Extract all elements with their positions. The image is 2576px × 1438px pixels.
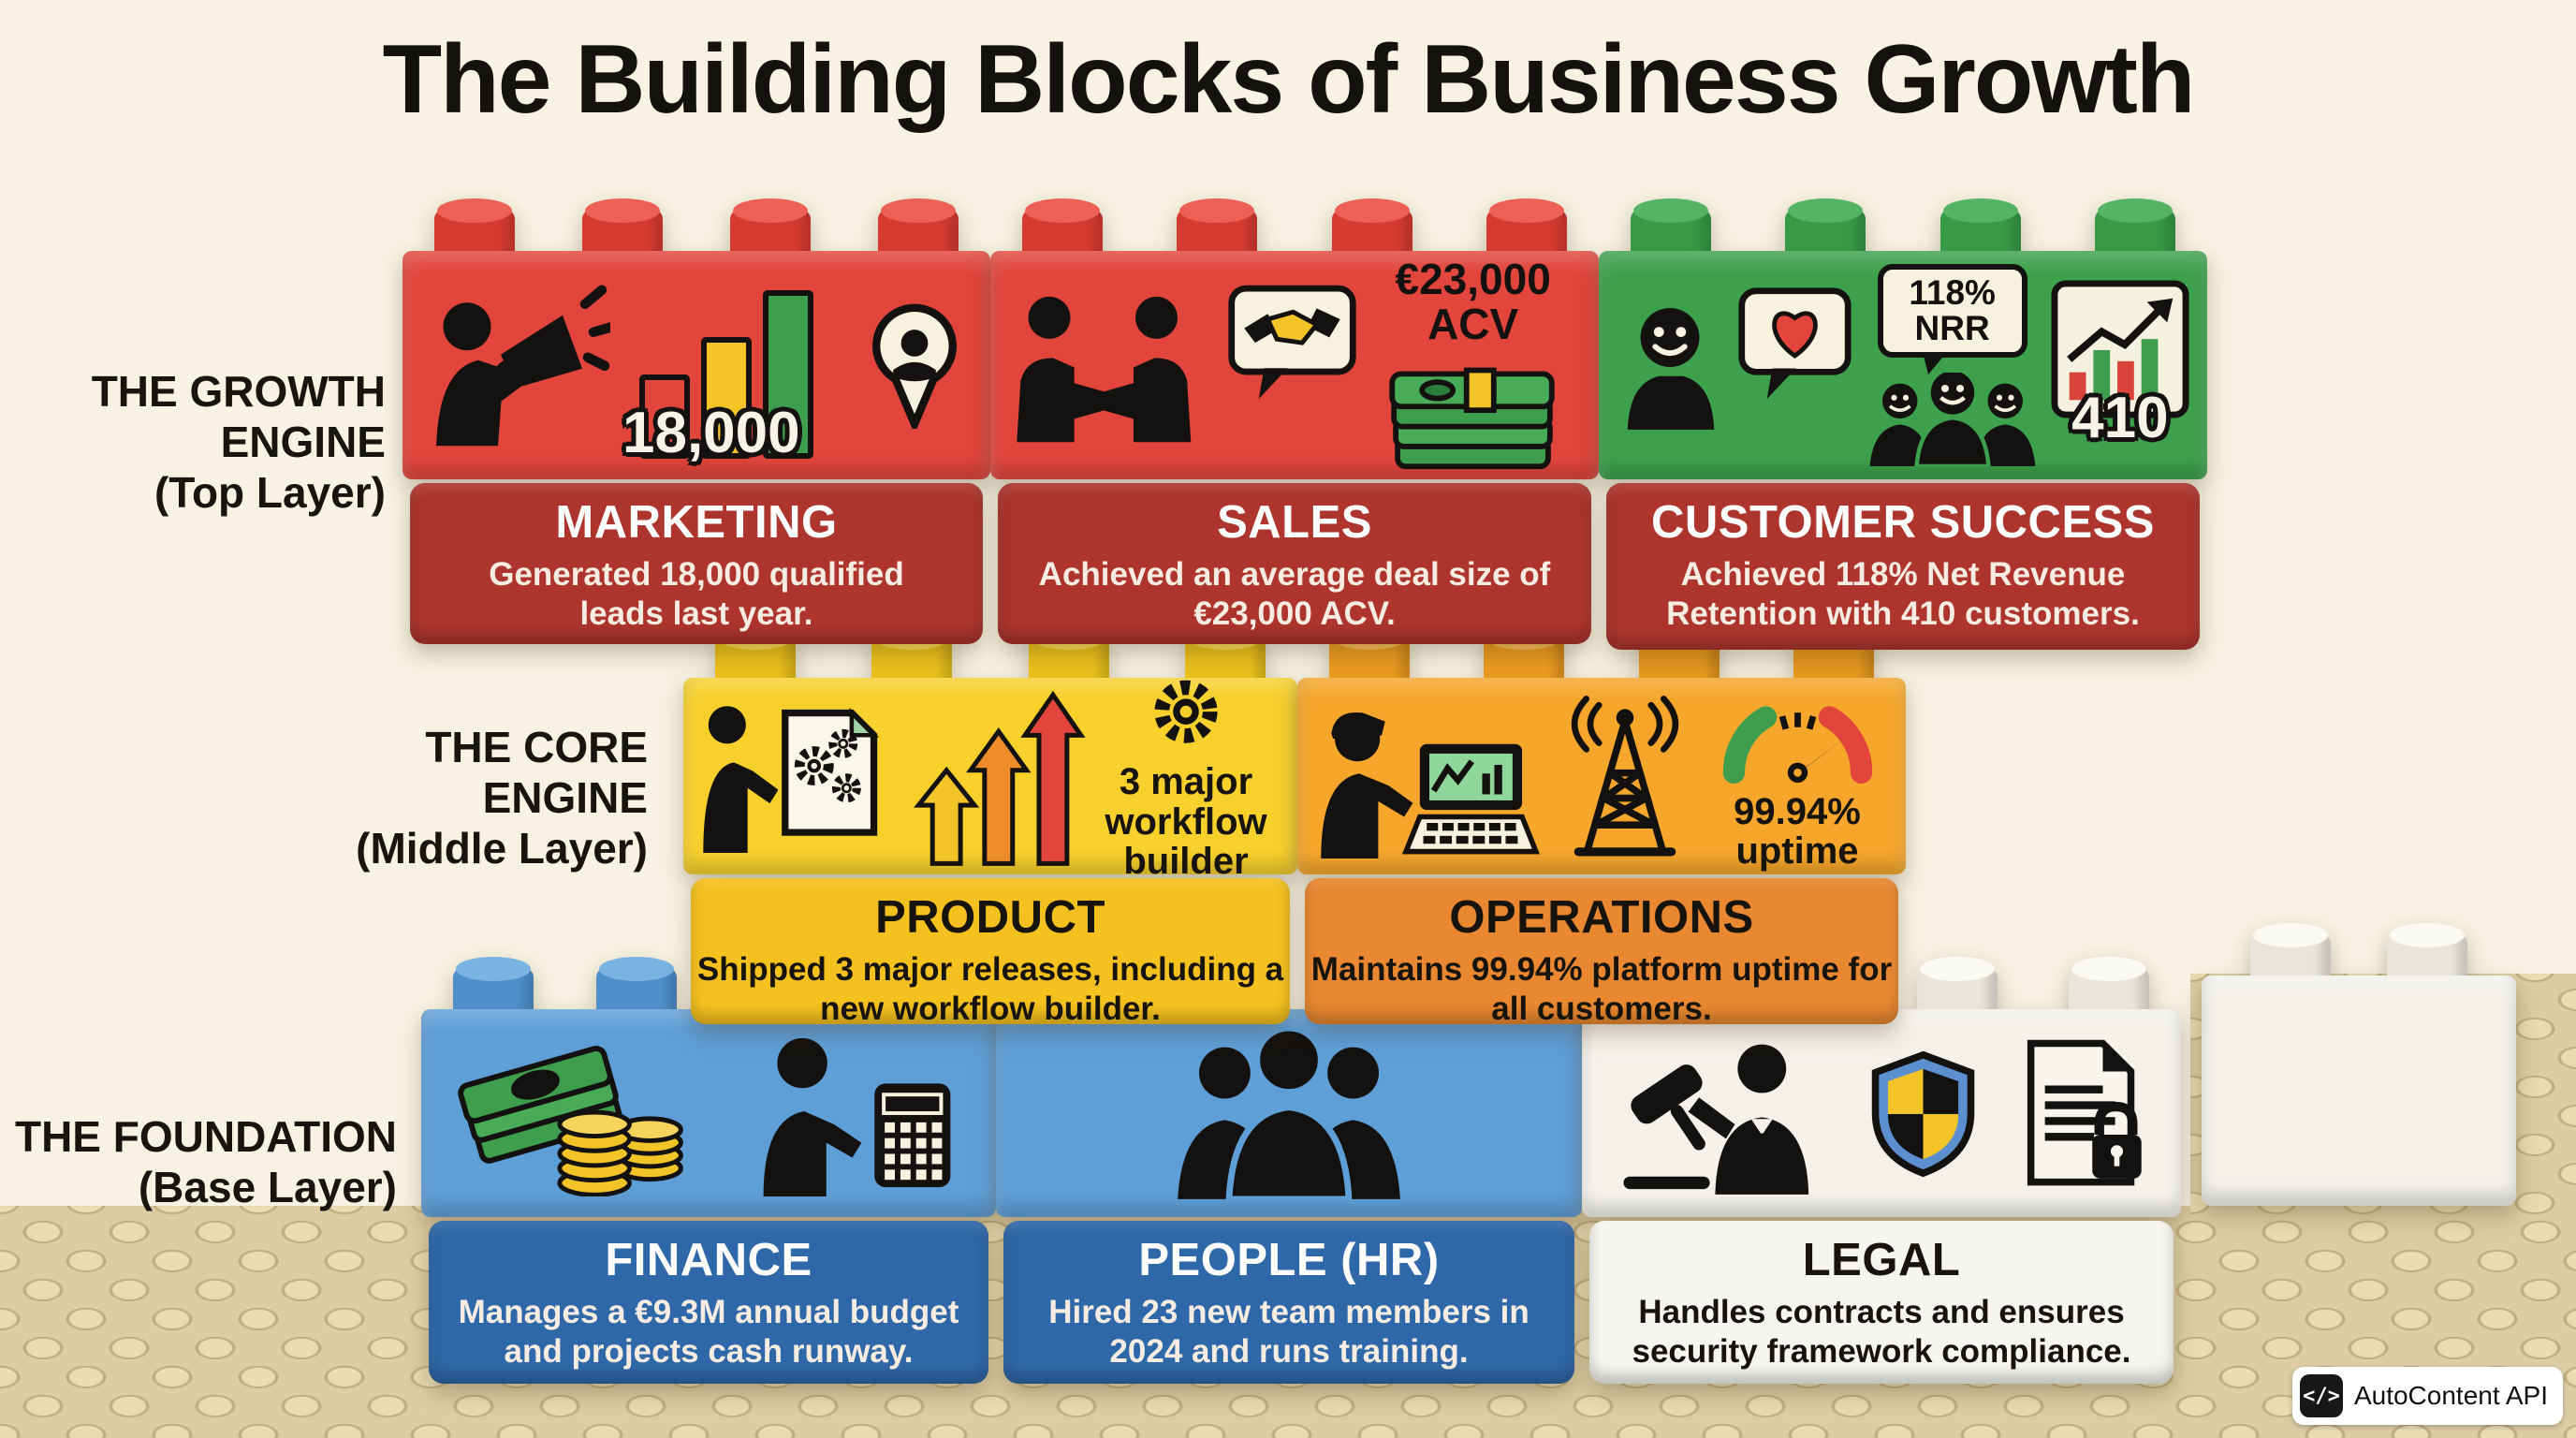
block-description: Achieved an average deal size of €23,000…: [1038, 556, 1551, 632]
people-hr-plate: PEOPLE (HR) Hired 23 new team members in…: [1003, 1221, 1574, 1384]
block-title: PEOPLE (HR): [1138, 1235, 1440, 1285]
legal-plate: LEGAL Handles contracts and ensures secu…: [1589, 1221, 2174, 1384]
layer-sublabel-text: (Middle Layer): [356, 823, 648, 873]
money-stack-icon: [1389, 367, 1555, 470]
customer-success-plate: CUSTOMER SUCCESS Achieved 118% Net Reven…: [1606, 483, 2200, 650]
team-group-icon: [1178, 1026, 1400, 1200]
page-title: The Building Blocks of Business Growth: [382, 25, 2196, 134]
leads-bar-chart-icon: 18,000: [622, 271, 841, 465]
layer-label-base: THE FOUNDATION (Base Layer): [15, 1112, 397, 1213]
finance-brick: FINANCE Manages a €9.3M annual budget an…: [421, 957, 996, 1384]
contract-lock-icon: [2027, 1039, 2142, 1186]
layer-label-top: THE GROWTH ENGINE (Top Layer): [39, 367, 386, 518]
block-description: Shipped 3 major releases, including a ne…: [696, 951, 1284, 1027]
block-description: Maintains 99.94% platform uptime for all…: [1310, 951, 1893, 1027]
customers-stat: 410: [2071, 385, 2169, 450]
leads-stat: 18,000: [622, 401, 800, 465]
watermark-badge[interactable]: </> AutoContent API: [2291, 1367, 2563, 1425]
gear-icon: [1154, 681, 1218, 744]
acv-badge: €23,000 ACV: [1395, 254, 1551, 348]
nrr-badge: 118% NRR: [1877, 263, 2027, 375]
nrr-group-icon: 118% NRR: [1864, 263, 2042, 467]
block-title: FINANCE: [605, 1235, 812, 1285]
bar-red: [638, 374, 690, 459]
block-title: LEGAL: [1802, 1235, 1961, 1285]
gavel-person-icon: [1623, 1044, 1809, 1195]
sales-plate: SALES Achieved an average deal size of €…: [998, 483, 1591, 644]
block-title: SALES: [1217, 497, 1372, 548]
cash-coins-icon: [457, 1045, 683, 1196]
operations-brick: 99.94% uptime OPERATIONS Maintains 99.94…: [1297, 625, 1906, 1027]
block-description: Handles contracts and ensures security f…: [1632, 1294, 2131, 1370]
happy-person-icon: [1627, 308, 1715, 430]
person-document-gears-icon: [703, 706, 880, 854]
block-description: Achieved 118% Net Revenue Retention with…: [1666, 556, 2140, 632]
handshake-people-icon: [1017, 296, 1192, 442]
radio-tower-icon: [1571, 696, 1679, 857]
layer-label-middle: THE CORE ENGINE (Middle Layer): [356, 723, 648, 873]
marketing-plate: MARKETING Generated 18,000 qualified lea…: [410, 483, 983, 644]
growth-arrows-icon: [913, 690, 1086, 866]
engineer-laptop-icon: [1321, 712, 1540, 858]
code-icon: </>: [2299, 1374, 2343, 1417]
marketing-brick: 18,000 MARKETING Generated 18,000 qualif…: [402, 198, 990, 644]
finance-plate: FINANCE Manages a €9.3M annual budget an…: [429, 1221, 988, 1384]
product-plate: PRODUCT Shipped 3 major releases, includ…: [691, 878, 1290, 1027]
layer-label-text: THE FOUNDATION: [14, 1112, 397, 1161]
legal-brick: LEGAL Handles contracts and ensures secu…: [1582, 957, 2181, 1384]
handshake-bubble-icon: [1228, 285, 1356, 400]
shield-icon: [1871, 1050, 1975, 1177]
product-brick: 3 major workflow builder PRODUCT Shipped…: [683, 625, 1297, 1027]
bar-green: [762, 290, 813, 459]
operations-plate: OPERATIONS Maintains 99.94% platform upt…: [1305, 878, 1898, 1027]
customer-group-icon: [1869, 373, 2036, 467]
block-title: OPERATIONS: [1449, 892, 1754, 943]
people-hr-brick: PEOPLE (HR) Hired 23 new team members in…: [996, 957, 1582, 1384]
growth-chart-icon: [2051, 279, 2189, 418]
uptime-caption: 99.94% uptime: [1734, 790, 1861, 872]
block-description: Generated 18,000 qualified leads last ye…: [489, 556, 904, 632]
bar-yellow: [700, 337, 752, 459]
watermark-label: AutoContent API: [2353, 1381, 2548, 1410]
sales-brick: €23,000 ACV SALES Achiev: [990, 198, 1599, 644]
layer-label-text: THE GROWTH ENGINE: [91, 367, 386, 466]
customers-chart-icon: 410: [2051, 279, 2189, 451]
block-title: MARKETING: [555, 497, 838, 548]
block-title: PRODUCT: [875, 892, 1105, 943]
block-description: Hired 23 new team members in 2024 and ru…: [1048, 1294, 1530, 1370]
layer-sublabel-text: (Base Layer): [138, 1162, 397, 1211]
person-calculator-icon: [763, 1037, 950, 1196]
layer-label-text: THE CORE ENGINE: [425, 723, 648, 822]
uptime-gauge-icon: [1722, 705, 1872, 784]
stud: [2069, 957, 2149, 1022]
heart-bubble-icon: [1738, 286, 1852, 399]
loose-white-brick: [2202, 923, 2516, 1206]
product-caption: 3 major workflow builder: [1105, 761, 1267, 883]
brick-studs: [1022, 198, 1567, 264]
customer-success-brick: 118% NRR: [1599, 198, 2207, 650]
person-pin-icon: [872, 303, 958, 429]
layer-sublabel-text: (Top Layer): [154, 467, 386, 517]
block-description: Manages a €9.3M annual budget and projec…: [458, 1294, 959, 1370]
megaphone-person-icon: [435, 285, 610, 447]
block-title: CUSTOMER SUCCESS: [1650, 497, 2155, 548]
